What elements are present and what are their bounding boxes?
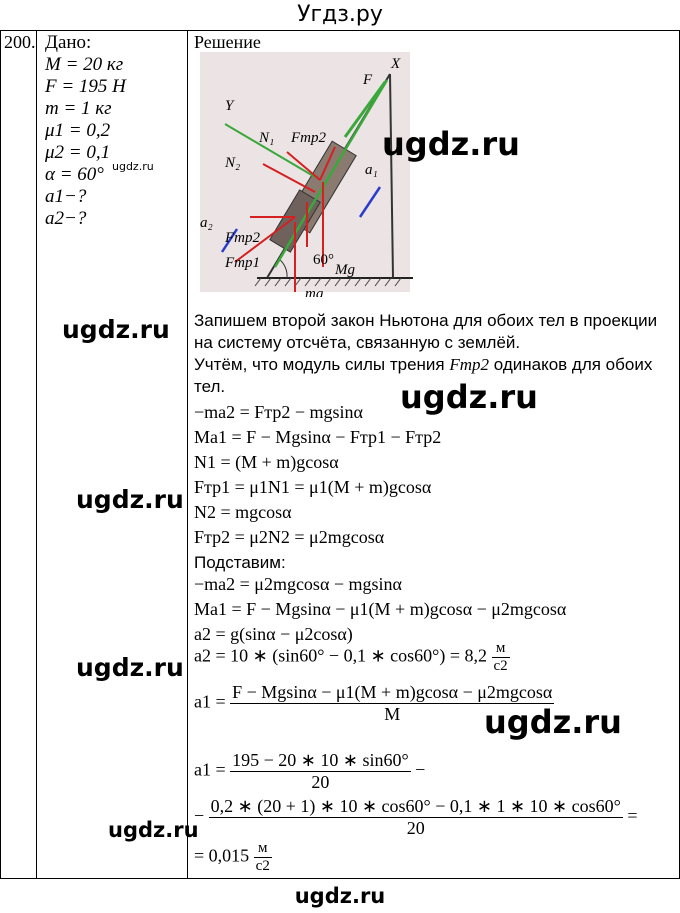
unit-numerator: м bbox=[253, 840, 272, 858]
equation: a2 = g(sinα − μ2cosα) bbox=[194, 624, 353, 644]
table-line bbox=[36, 30, 37, 878]
watermark: ugdz.ru bbox=[400, 378, 538, 416]
watermark: ugdz.ru bbox=[112, 160, 154, 173]
equation: N1 = (M + m)gcosα bbox=[194, 452, 339, 472]
equation-a1-formula: a1 = F − Mgsinα − μ1(M + m)gcosα − μ2mgc… bbox=[194, 682, 555, 725]
equation: Ma1 = F − Mgsinα − Fтр1 − Fтр2 bbox=[194, 427, 442, 447]
given-line: m = 1 кг bbox=[45, 98, 112, 119]
given-line: F = 195 Н bbox=[45, 76, 126, 97]
a1-subst-fraction: 195 − 20 ∗ 10 ∗ sin60°20 bbox=[230, 750, 411, 793]
equation-lead: − bbox=[194, 805, 205, 826]
equation-a1-subst: a1 = 195 − 20 ∗ 10 ∗ sin60°20 − bbox=[194, 750, 425, 793]
force-N1-label: N₁ bbox=[258, 130, 274, 146]
equation-a1-result-left: = 0,015 bbox=[194, 845, 250, 866]
equation-a2-value: a2 = 10 ∗ (sin60° − 0,1 ∗ cos60°) = 8,2 … bbox=[194, 640, 510, 675]
given-line: a2−? bbox=[45, 208, 87, 229]
angle-label: 60° bbox=[313, 252, 334, 268]
a1-subst-denominator: 20 bbox=[311, 772, 330, 792]
solution-text-2: Учтём, что модуль силы трения Fтр2 одина… bbox=[194, 354, 674, 398]
force-mg-label: mg bbox=[305, 286, 324, 297]
given-line: α = 60° bbox=[45, 164, 104, 185]
a1-subst-numerator: 195 − 20 ∗ 10 ∗ sin60° bbox=[230, 750, 411, 772]
equation-a1-subst-tail: − bbox=[415, 759, 426, 780]
equation: Ma1 = F − Mgsinα − μ1(M + m)gcosα − μ2mg… bbox=[194, 599, 567, 619]
a1-subst2-numerator: 0,2 ∗ (20 + 1) ∗ 10 ∗ cos60° − 0,1 ∗ 1 ∗… bbox=[208, 796, 623, 818]
equation-a2-left: a2 = 10 ∗ (sin60° − 0,1 ∗ cos60°) = 8,2 bbox=[194, 645, 487, 666]
given-line: a1−? bbox=[45, 186, 87, 207]
unit-denominator: с2 bbox=[255, 858, 270, 874]
axis-x-label: X bbox=[390, 56, 401, 72]
axis-y-label: Y bbox=[225, 98, 235, 114]
solution-text-1: Запишем второй закон Ньютона для обоих т… bbox=[194, 311, 658, 352]
force-Ftr2-label: Fтр2 bbox=[290, 130, 326, 146]
given-line: μ1 = 0,2 bbox=[45, 120, 111, 141]
site-footer: ugdz.ru bbox=[294, 884, 386, 908]
watermark: ugdz.ru bbox=[484, 703, 622, 741]
problem-number: 200. bbox=[4, 32, 36, 52]
force-Mg-label: Mg bbox=[334, 262, 355, 278]
force-F-label: F bbox=[362, 72, 373, 88]
table-line bbox=[187, 30, 188, 878]
acc-a1-label: a₁ bbox=[365, 162, 378, 178]
a1-subst2-fraction: 0,2 ∗ (20 + 1) ∗ 10 ∗ cos60° − 0,1 ∗ 1 ∗… bbox=[208, 796, 623, 839]
table-line bbox=[0, 878, 680, 879]
equation-a1-subst-left: a1 = bbox=[194, 759, 226, 780]
watermark: ugdz.ru bbox=[382, 125, 520, 163]
watermark: ugdz.ru bbox=[62, 315, 170, 344]
watermark: ugdz.ru bbox=[108, 818, 199, 842]
solution-text-2c: одинаков для обоих тел. bbox=[194, 355, 653, 396]
a1-numerator: F − Mgsinα − μ1(M + m)gcosα − μ2mgcosα bbox=[230, 682, 555, 704]
watermark: ugdz.ru bbox=[76, 653, 184, 682]
equation-a1-subst-2: − 0,2 ∗ (20 + 1) ∗ 10 ∗ cos60° − 0,1 ∗ 1… bbox=[194, 796, 637, 839]
force-N2-label: N₂ bbox=[224, 155, 240, 171]
a1-denominator: M bbox=[384, 704, 401, 724]
given-heading: Дано: bbox=[45, 32, 92, 53]
equation: −ma2 = Fтр2 − mgsinα bbox=[194, 402, 363, 422]
force-Ftr2b-label: Fтр2 bbox=[224, 230, 260, 246]
substitute-label: Подставим: bbox=[194, 553, 286, 572]
given-line: μ2 = 0,1 bbox=[45, 142, 111, 163]
equation-tail: = bbox=[627, 805, 638, 826]
solution-heading: Решение bbox=[194, 32, 261, 52]
watermark: ugdz.ru bbox=[76, 485, 184, 514]
a1-subst2-denominator: 20 bbox=[406, 818, 425, 838]
force-Ftr1-label: Fтр1 bbox=[224, 255, 260, 271]
inclined-plane-figure: X Y F N₁ Fтр2 N₂ a₁ a₂ Fтр2 Fтр1 60° Mg … bbox=[200, 52, 413, 297]
site-title: Угдз.ру bbox=[297, 2, 383, 27]
equation: N2 = mgcosα bbox=[194, 502, 292, 522]
equation-a1-left: a1 = bbox=[194, 691, 226, 712]
solution-text-2b: Fтр2 bbox=[449, 355, 490, 374]
equation: Fтр2 = μ2N2 = μ2mgcosα bbox=[194, 527, 385, 547]
acc-a2-label: a₂ bbox=[200, 215, 213, 231]
table-line bbox=[0, 30, 1, 878]
unit-denominator: с2 bbox=[493, 658, 508, 674]
equation: −ma2 = μ2mgcosα − mgsinα bbox=[194, 574, 402, 594]
given-block: Дано: M = 20 кг F = 195 Н m = 1 кг μ1 = … bbox=[45, 32, 126, 230]
solution-text-2a: Учтём, что модуль силы трения bbox=[194, 355, 450, 374]
equation: Fтр1 = μ1N1 = μ1(M + m)gcosα bbox=[194, 477, 432, 497]
given-line: M = 20 кг bbox=[45, 54, 124, 75]
unit-numerator: м bbox=[491, 640, 510, 658]
table-line bbox=[0, 30, 680, 31]
